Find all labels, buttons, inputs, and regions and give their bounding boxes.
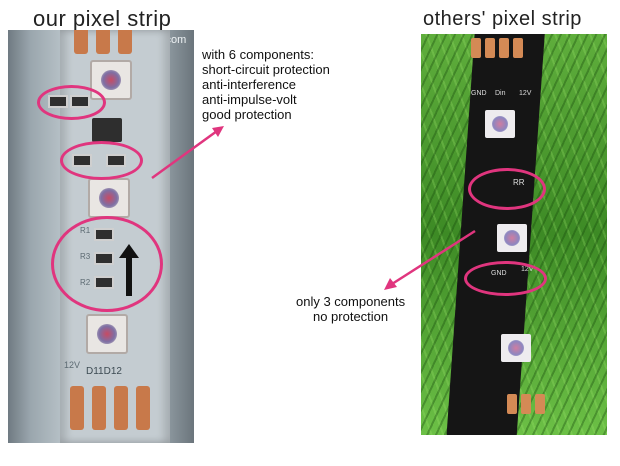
title-others-strip: others' pixel strip: [423, 8, 582, 30]
silk-label: D11D12: [86, 366, 122, 377]
copper-pad: [471, 38, 481, 58]
copper-pad: [96, 30, 110, 54]
copper-pad: [499, 38, 509, 58]
highlight-ring: [468, 168, 546, 210]
copper-pad: [535, 394, 545, 414]
annotation-line: good protection: [202, 107, 292, 122]
highlight-ring: [464, 261, 547, 296]
highlight-ring: [51, 216, 163, 312]
annotation-line: anti-impulse-volt: [202, 92, 297, 107]
copper-pad: [92, 386, 106, 430]
annotation-our-strip: with 6 components: short-circuit protect…: [202, 47, 330, 122]
copper-pad: [485, 38, 495, 58]
title-our-strip: our pixel strip: [33, 6, 172, 31]
rgb-led: [501, 334, 531, 362]
silk-label: 12V: [519, 90, 532, 97]
annotation-others-strip: only 3 components no protection: [296, 294, 405, 324]
arrow-to-others: [391, 229, 476, 286]
rgb-led: [485, 110, 515, 138]
copper-pad: [70, 386, 84, 430]
silk-label: GND: [471, 90, 487, 97]
copper-pad: [513, 38, 523, 58]
annotation-line: no protection: [312, 309, 389, 324]
copper-pad: [507, 394, 517, 414]
copper-pad: [74, 30, 88, 54]
annotation-line: only 3 components: [296, 294, 406, 309]
copper-pad: [136, 386, 150, 430]
highlight-ring: [37, 85, 106, 120]
ic-chip: [92, 118, 122, 142]
silk-label: Din: [495, 90, 506, 97]
annotation-line: with 6 components:: [202, 47, 315, 62]
silk-label: 12V: [64, 360, 81, 370]
highlight-ring: [60, 141, 143, 180]
annotation-line: short-circuit protection: [202, 62, 330, 77]
arrow-to-ours: [151, 129, 218, 180]
copper-pad: [114, 386, 128, 430]
rgb-led: [86, 314, 128, 354]
copper-pad: [118, 30, 132, 54]
others-strip-photo: GND Din 12V RR GND 12V: [421, 34, 607, 435]
arrow-head-others: [384, 278, 397, 290]
arrow-head-ours: [212, 126, 224, 137]
copper-pad: [521, 394, 531, 414]
rgb-led: [497, 224, 527, 252]
annotation-line: anti-interference: [202, 77, 296, 92]
